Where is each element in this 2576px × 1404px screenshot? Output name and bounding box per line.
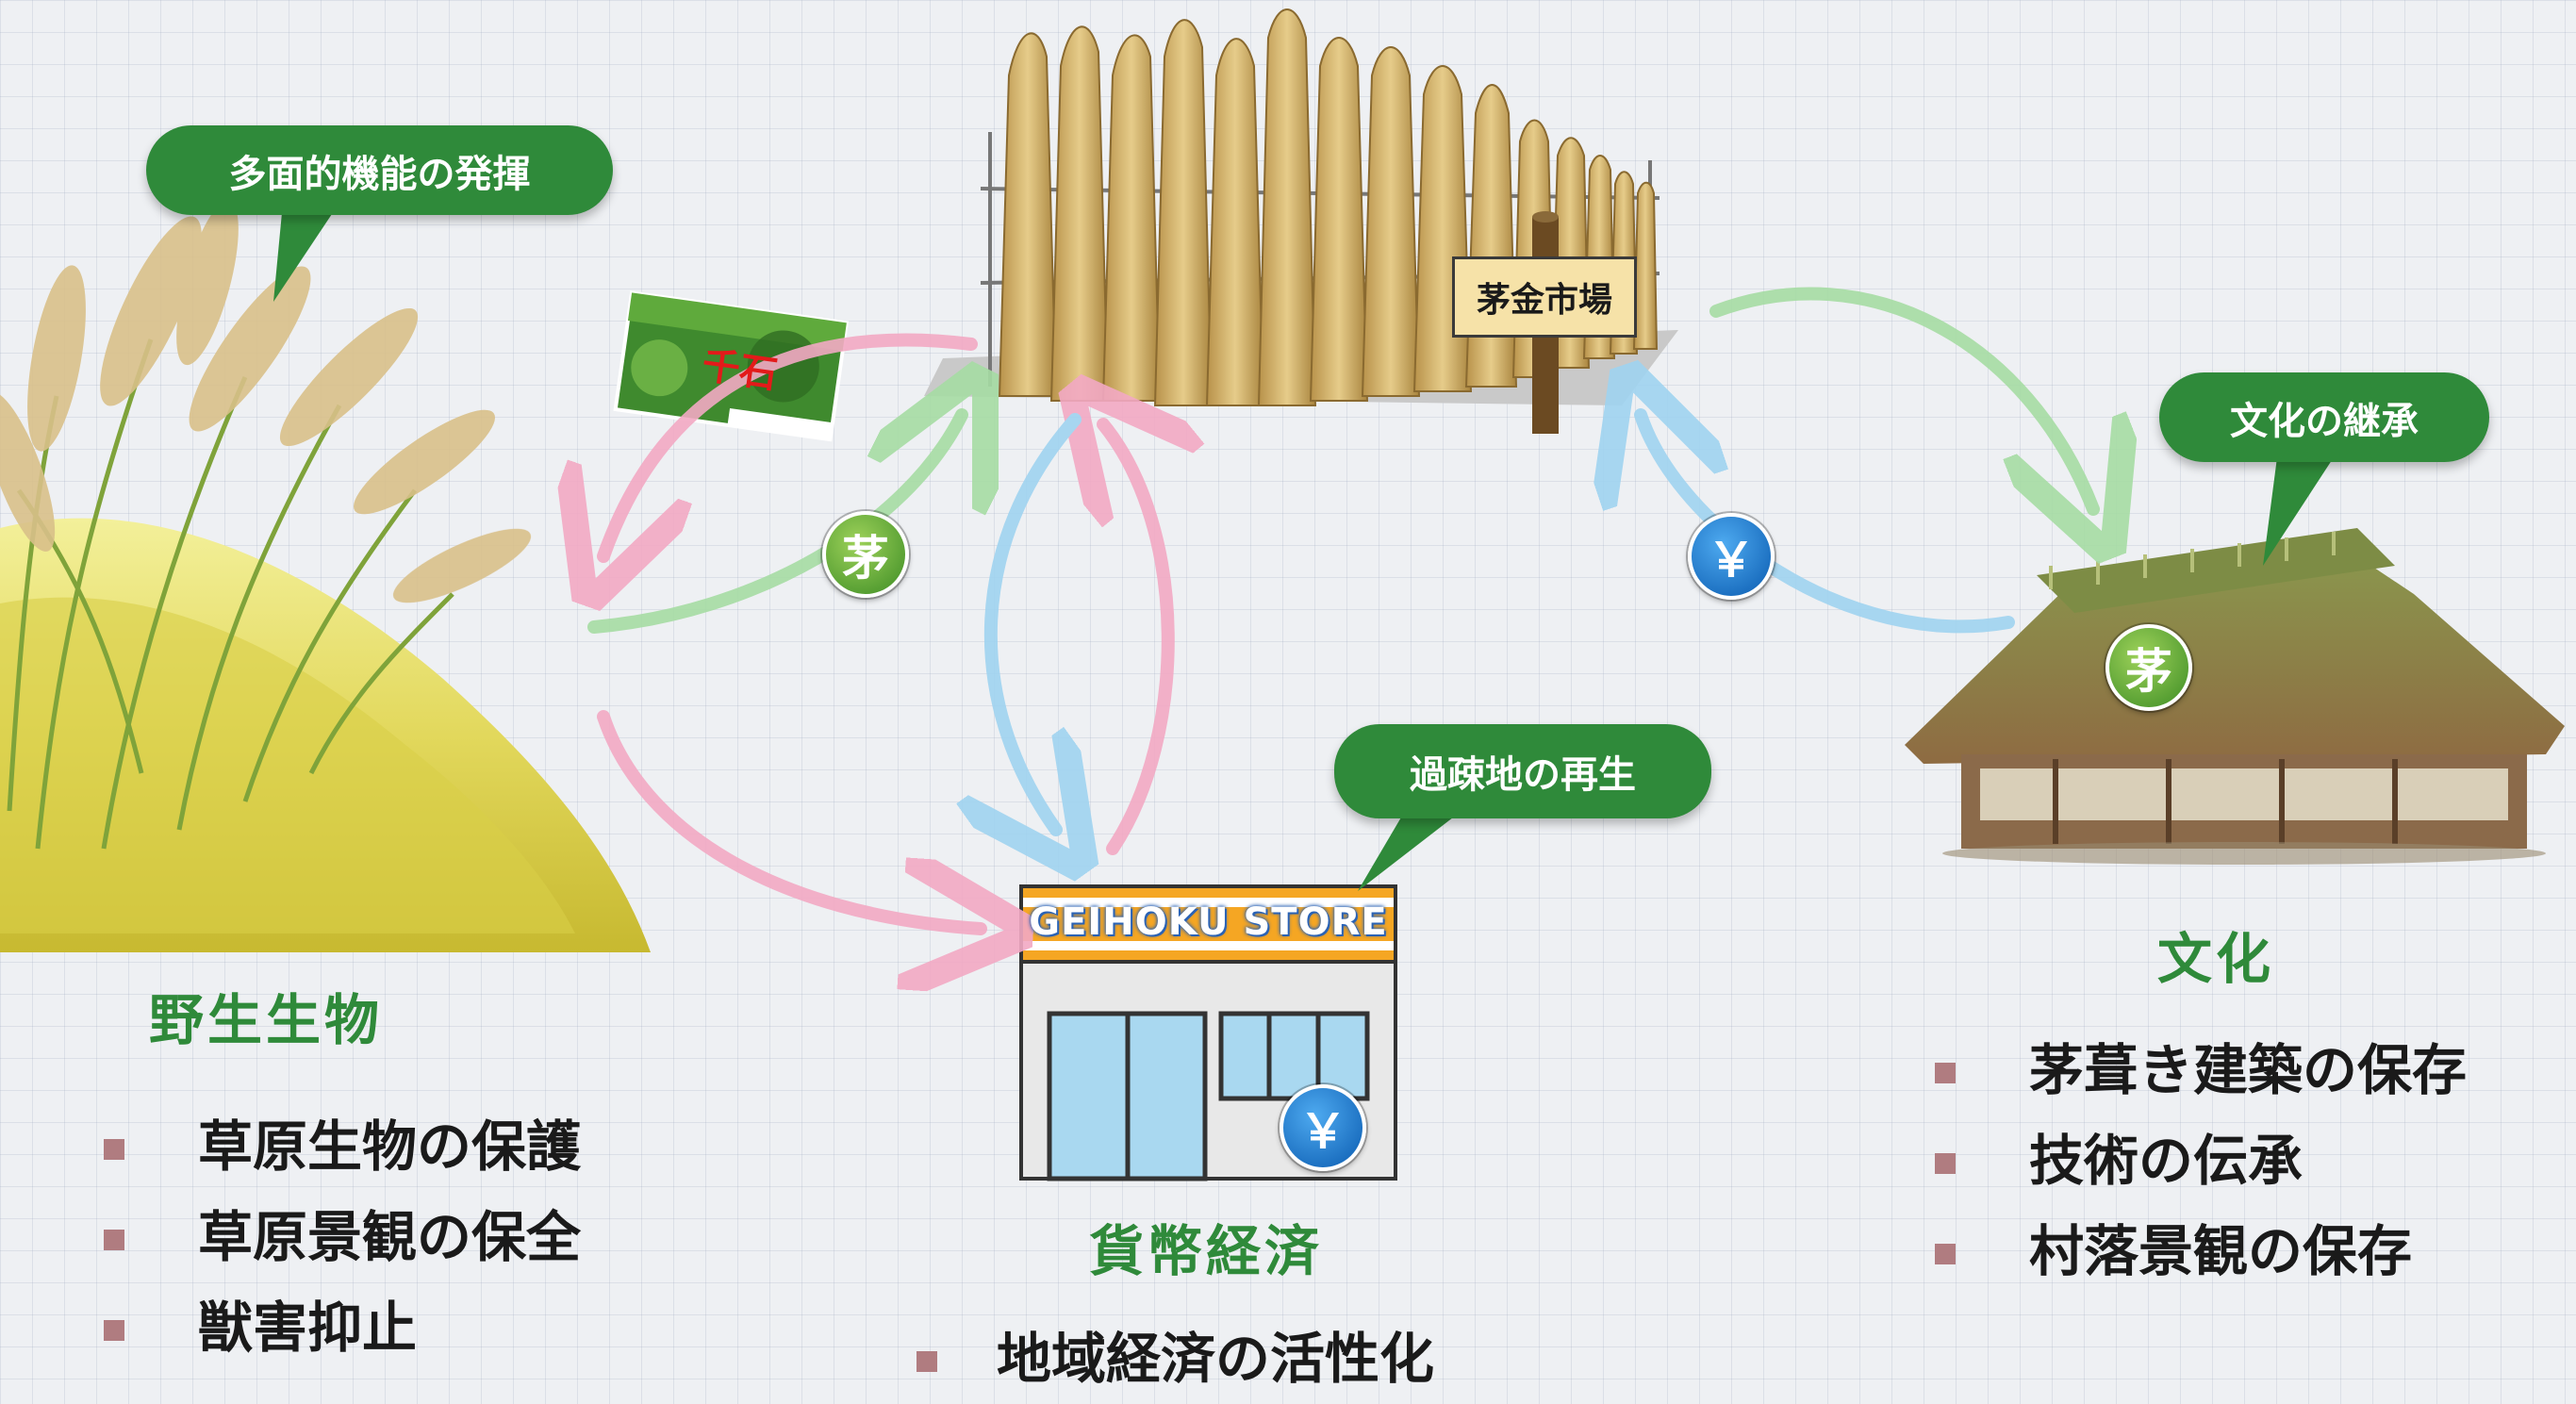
list-item: 獣害抑止 — [104, 1282, 581, 1373]
kaya-coin-house: 茅 — [2105, 624, 2192, 711]
bullet — [1935, 1063, 1956, 1083]
list-item: 地域経済の活性化 — [916, 1313, 1434, 1404]
economy-title: 貨幣経済 — [1089, 1219, 1324, 1283]
yen-coin-store: ￥ — [1280, 1084, 1366, 1171]
list-item: 技術の伝承 — [1935, 1115, 2467, 1206]
culture-item-text: 茅葺き建築の保存 — [2029, 1038, 2468, 1102]
list-item: 村落景観の保存 — [1935, 1206, 2467, 1297]
wildlife-item-text: 獣害抑止 — [198, 1296, 418, 1360]
wildlife-item-text: 草原景観の保全 — [198, 1205, 582, 1269]
wildlife-list: 草原生物の保護 草原景観の保全 獣害抑止 — [104, 1101, 581, 1373]
store-illustration — [1019, 884, 1397, 1181]
gift-card-name: 千石 — [699, 343, 781, 398]
store-sign: GEIHOKU STORE — [1029, 900, 1388, 944]
bullet — [1935, 1244, 1956, 1264]
culture-bubble: 文化の継承 — [2159, 372, 2489, 462]
kaya-coin-left: 茅 — [822, 511, 909, 598]
wildlife-title: 野生生物 — [149, 988, 384, 1052]
culture-item-text: 技術の伝承 — [2029, 1129, 2304, 1193]
economy-list: 地域経済の活性化 — [916, 1313, 1434, 1404]
gift-card-illustration — [613, 290, 850, 442]
bullet — [916, 1351, 937, 1372]
multifunction-bubble: 多面的機能の発揮 — [146, 125, 613, 215]
culture-item-text: 村落景観の保存 — [2029, 1219, 2413, 1283]
bullet — [1935, 1153, 1956, 1174]
culture-title: 文化 — [2157, 927, 2275, 991]
list-item: 草原生物の保護 — [104, 1101, 581, 1192]
economy-item-text: 地域経済の活性化 — [997, 1327, 1435, 1391]
revival-bubble: 過疎地の再生 — [1334, 724, 1711, 818]
market-sign: 茅金市場 — [1452, 256, 1637, 338]
thatched-house-illustration — [1905, 528, 2565, 865]
yen-coin-right: ￥ — [1688, 513, 1775, 600]
list-item: 草原景観の保全 — [104, 1192, 581, 1282]
grassland-illustration — [0, 200, 651, 952]
bullet — [104, 1320, 124, 1341]
wildlife-item-text: 草原生物の保護 — [198, 1115, 582, 1179]
bullet — [104, 1139, 124, 1160]
culture-list: 茅葺き建築の保存 技術の伝承 村落景観の保存 — [1935, 1025, 2467, 1297]
thatch-bundles-illustration — [924, 8, 1678, 434]
list-item: 茅葺き建築の保存 — [1935, 1025, 2467, 1115]
bullet — [104, 1230, 124, 1250]
